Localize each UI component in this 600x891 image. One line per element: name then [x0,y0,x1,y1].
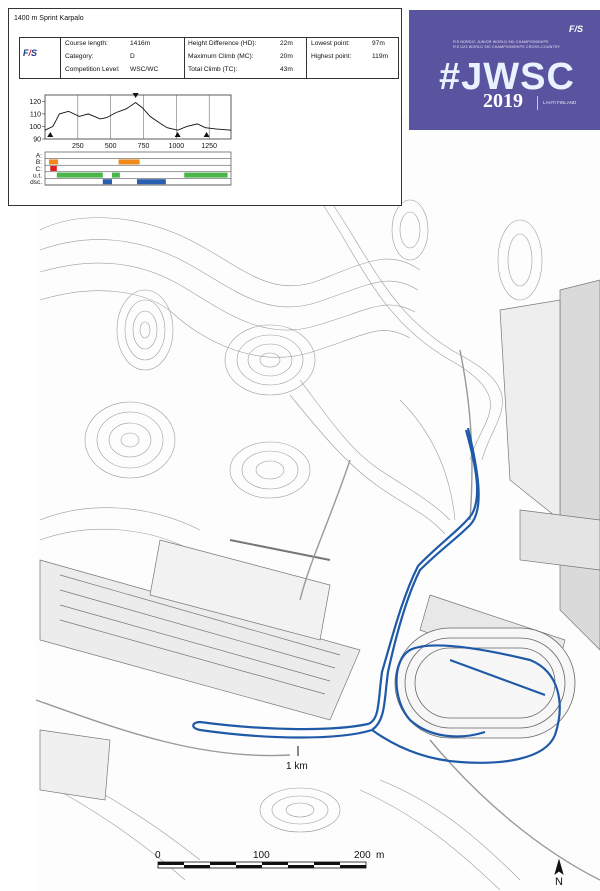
scale-label-unit: m [376,850,384,861]
terrain-segment-B [48,159,59,165]
stat-label: Total Climb (TC): [188,66,238,73]
low-point-marker [47,132,54,137]
stat-label: Lowest point: [311,40,350,47]
event-line-2: FIS U23 WORLD SKI CHAMPIONSHIPS CROSS-CO… [453,45,561,49]
terrain-segment-C [50,166,57,171]
map-area [36,115,600,891]
scale-label-100: 100 [253,850,270,861]
terrain-segment-B [118,159,140,165]
x-tick-label: 250 [72,143,84,150]
event-separator [537,96,538,110]
course-stats-table: F/S Course length: 1416m Category: D Com… [19,37,399,79]
terrain-row-label: C: [36,166,43,173]
stat-label: Course length: [65,40,108,47]
scale-label-0: 0 [155,850,161,861]
north-label: N [555,876,563,888]
x-tick-label: 1250 [201,143,217,150]
roads [35,349,600,881]
stat-label: Height Difference (HD): [188,40,257,47]
stat-value: 20m [280,53,293,60]
terrain-segment-ut [111,172,120,178]
y-tick-label: 120 [29,99,41,106]
profile-frame [44,94,232,140]
scale-label-200: 200 [354,850,371,861]
terrain-row-label: u.t. [33,172,42,179]
event-branding: F/S FIS NORDIC JUNIOR WORLD SKI CHAMPION… [409,10,600,130]
stat-value: 43m [280,66,293,73]
high-point-marker [132,93,139,99]
stat-value: D [130,53,135,60]
stat-value: 119m [372,53,389,60]
y-tick-label: 90 [33,137,41,144]
x-tick-label: 1000 [169,143,185,150]
event-year: 2019 [483,90,523,112]
terrain-segment-dsc [136,179,166,185]
fis-logo: F/S [23,48,38,58]
scale-bar [157,861,367,869]
course-route [192,427,561,764]
elevation-line [44,101,232,131]
stat-value: 97m [372,40,385,47]
stat-label: Maximum Climb (MC): [188,53,254,60]
low-point-marker [174,132,181,137]
low-point-marker [203,132,210,137]
north-arrow-icon [554,858,564,876]
terrain-frame [44,151,232,186]
stat-value: WSC/WC [130,66,159,73]
stat-label: Highest point: [311,53,352,60]
terrain-row-label: dsc. [30,179,42,186]
event-line-1: FIS NORDIC JUNIOR WORLD SKI CHAMPIONSHIP… [453,40,549,44]
stat-label: Category: [65,53,94,60]
terrain-segment-ut [184,172,228,178]
x-tick-label: 750 [138,143,150,150]
x-tick-label: 500 [105,143,117,150]
event-hashtag: #JWSC [439,56,575,98]
stat-label: Competition Level: [65,66,120,73]
event-location: LAHTI FINLAND [543,100,577,105]
course-info-panel: 1400 m Sprint Karpalo F/S Course length:… [8,8,402,206]
terrain-segment-ut [56,172,103,178]
running-track [394,627,576,739]
terrain-row-label: B: [36,159,42,166]
stat-value: 22m [280,40,293,47]
km-label: 1 km [286,761,308,772]
y-tick-label: 100 [29,124,41,131]
stat-value: 1416m [130,40,151,47]
y-tick-label: 110 [30,111,41,118]
terrain-row-label: A: [36,153,42,160]
elevation-profile-chart: 120 110 100 90 250 500 750 1000 1250A:B:C:u.t.ds… [29,93,232,186]
fis-mini-logo: F/S [569,24,584,34]
course-title: 1400 m Sprint Karpalo [14,15,84,22]
terrain-segment-dsc [102,179,112,185]
